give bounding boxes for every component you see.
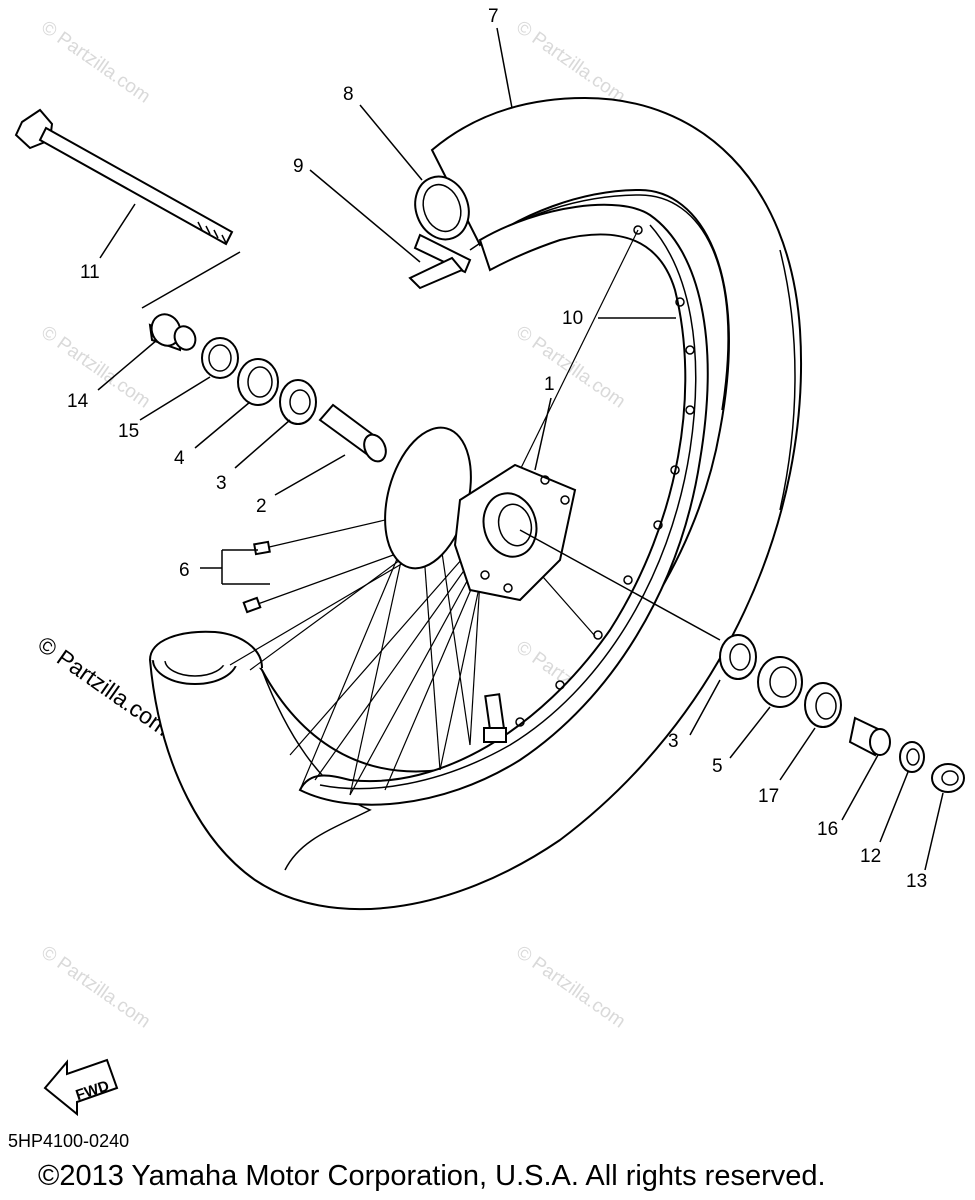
watermark: © Partzilla.com (37, 942, 154, 1033)
rim-spoke-holes (515, 225, 695, 727)
callout-10: 10 (562, 308, 583, 329)
callout-3-right: 3 (668, 731, 679, 752)
axle-bracket (141, 251, 241, 309)
callout-14: 14 (67, 391, 89, 412)
callout-6: 6 (179, 560, 190, 581)
nut-13 (931, 763, 965, 793)
callout-4: 4 (174, 448, 185, 469)
hub (384, 426, 577, 602)
bearing-3-right (719, 634, 757, 680)
callout-1: 1 (544, 374, 555, 395)
tire (148, 96, 802, 911)
callout-12: 12 (860, 846, 881, 867)
bearing-3-left (279, 379, 317, 425)
leader-lines (97, 27, 944, 871)
rim-band (408, 256, 464, 290)
callout-8: 8 (343, 84, 354, 105)
callout-2: 2 (256, 496, 267, 517)
callout-17: 17 (758, 786, 779, 807)
collar-left (148, 313, 197, 352)
axle (14, 108, 234, 246)
callout-9: 9 (293, 156, 304, 177)
callout-3-left: 3 (216, 473, 227, 494)
valve-stem (483, 693, 507, 743)
watermark: © Partzilla.com (512, 17, 629, 108)
watermark: © Partzilla.com (512, 942, 629, 1033)
oil-seal-4 (237, 358, 279, 406)
callout-13: 13 (906, 871, 927, 892)
spacer-2 (318, 403, 387, 463)
watermark: © Partzilla.com (37, 17, 154, 108)
collar-17 (804, 682, 842, 728)
washer-12 (899, 741, 925, 773)
collar-16 (848, 716, 891, 757)
fwd-arrow-icon: FWD (43, 1058, 119, 1117)
callout-7: 7 (488, 6, 499, 27)
watermark: © Partzilla.com (37, 322, 154, 413)
rim (298, 203, 709, 806)
oil-seal-5 (757, 656, 803, 708)
callout-11: 11 (80, 262, 100, 283)
axle-centerline (519, 529, 721, 641)
callout-5: 5 (712, 756, 723, 777)
diagram-code: 5HP4100-0240 (8, 1131, 130, 1151)
copyright-notice: ©2013 Yamaha Motor Corporation, U.S.A. A… (38, 1160, 826, 1192)
callouts: 7 8 9 11 10 1 14 15 4 3 2 6 3 5 17 16 12… (67, 6, 927, 892)
callout-16: 16 (817, 819, 838, 840)
oil-seal-left (201, 337, 239, 379)
callout-15: 15 (118, 421, 139, 442)
